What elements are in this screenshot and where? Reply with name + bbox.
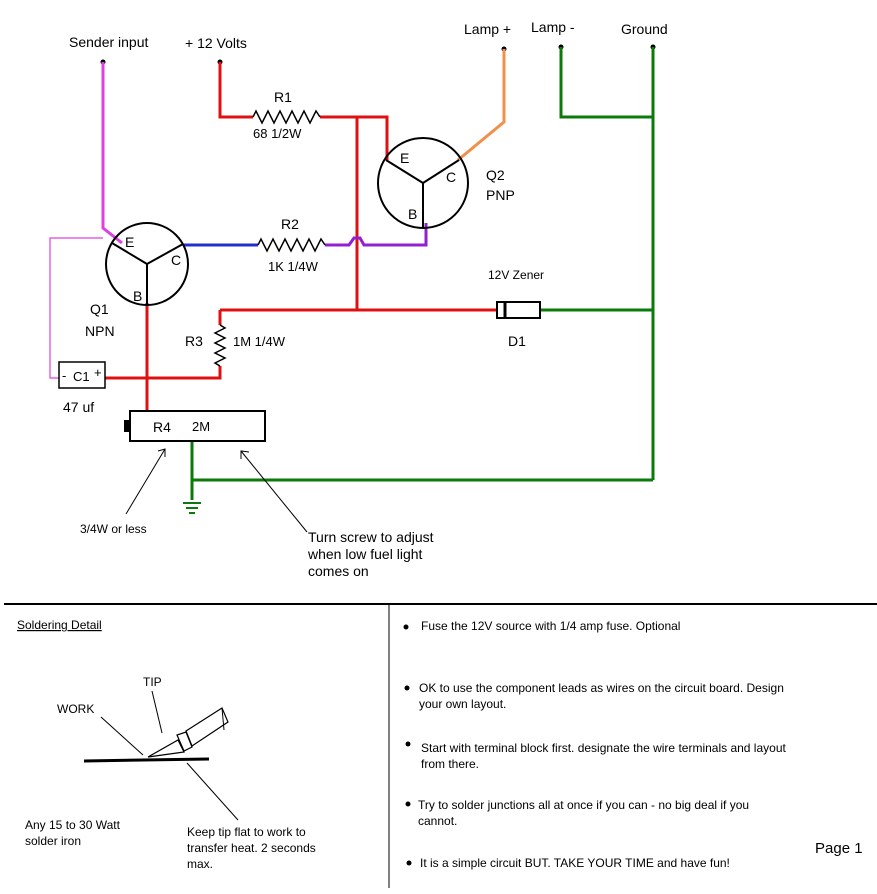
note-item-cont: your own layout.	[419, 697, 506, 711]
keep-note-line2: transfer heat. 2 seconds	[187, 841, 316, 855]
soldering-sketch	[83, 690, 239, 821]
screw-note-line1: Turn screw to adjust	[308, 529, 434, 545]
terminal-dots	[100, 44, 656, 65]
screw-note-line2: when low fuel light	[307, 546, 423, 562]
c1-value: 47 uf	[63, 399, 94, 415]
q1-name: Q1	[90, 301, 109, 317]
q2-type: PNP	[486, 187, 515, 203]
q1-emitter-pin: E	[125, 234, 134, 250]
c1-name: C1	[73, 369, 90, 384]
c1-capacitor: - C1 +	[58, 361, 106, 389]
lamp-plus-wire	[457, 49, 506, 162]
ground-symbol	[183, 502, 201, 514]
r4-potentiometer: R4 2M	[124, 410, 266, 442]
r2-name: R2	[281, 216, 299, 232]
note-item-cont: from there.	[421, 757, 479, 771]
work-label: WORK	[57, 702, 94, 716]
supply-wires	[105, 62, 497, 411]
q2-collector-pin: C	[446, 169, 456, 185]
r1-name: R1	[274, 89, 292, 105]
wattage-note: 3/4W or less	[80, 522, 147, 536]
notes-list: Fuse the 12V source with 1/4 amp fuse. O…	[403, 619, 786, 870]
note-item-cont: cannot.	[418, 814, 457, 828]
r2-wires	[183, 223, 428, 247]
q2-emitter-pin: E	[400, 150, 409, 166]
r2-resistor	[257, 237, 326, 253]
lamp-plus-label: Lamp +	[464, 21, 511, 37]
d1-type: 12V Zener	[488, 268, 544, 282]
ground-label: Ground	[621, 21, 668, 37]
note-item: Fuse the 12V source with 1/4 amp fuse. O…	[421, 619, 680, 633]
sender-input-label: Sender input	[69, 34, 149, 50]
screw-note-line3: comes on	[308, 563, 369, 579]
c1-plus: +	[94, 365, 102, 380]
note-item: Try to solder junctions all at once if y…	[418, 798, 749, 812]
d1-name: D1	[508, 333, 526, 349]
q1-base-pin: B	[133, 288, 142, 304]
r2-value: 1K 1/4W	[268, 259, 319, 274]
r3-name: R3	[185, 333, 203, 349]
iron-note-line1: Any 15 to 30 Watt	[25, 818, 121, 832]
r1-value: 68 1/2W	[253, 126, 302, 141]
soldering-title: Soldering Detail	[17, 618, 102, 632]
lamp-minus-label: Lamp -	[531, 19, 575, 35]
annotation-arrows	[125, 448, 308, 533]
keep-note-line1: Keep tip flat to work to	[187, 825, 306, 839]
r4-value: 2M	[192, 419, 210, 434]
ground-wires	[190, 47, 655, 500]
r3-value: 1M 1/4W	[233, 334, 286, 349]
q2-transistor: E C B	[377, 137, 469, 229]
d1-zener-diode	[496, 301, 541, 319]
q2-name: Q2	[486, 167, 505, 183]
q1-type: NPN	[85, 323, 115, 339]
q2-base-pin: B	[408, 206, 417, 222]
tip-label: TIP	[143, 675, 162, 689]
note-item: It is a simple circuit BUT. TAKE YOUR TI…	[420, 856, 730, 870]
plus-12v-label: + 12 Volts	[185, 35, 247, 51]
note-item: Start with terminal block first. designa…	[421, 741, 786, 755]
page-number: Page 1	[815, 840, 863, 857]
c1-minus: -	[62, 368, 66, 383]
iron-note-line2: solder iron	[25, 834, 81, 848]
keep-note-line3: max.	[187, 857, 213, 871]
r4-name: R4	[153, 419, 171, 435]
note-item: OK to use the component leads as wires o…	[419, 681, 784, 695]
q1-transistor: E C B	[105, 222, 189, 306]
r3-resistor	[213, 324, 227, 367]
r1-resistor	[252, 109, 321, 125]
q1-collector-pin: C	[171, 252, 181, 268]
